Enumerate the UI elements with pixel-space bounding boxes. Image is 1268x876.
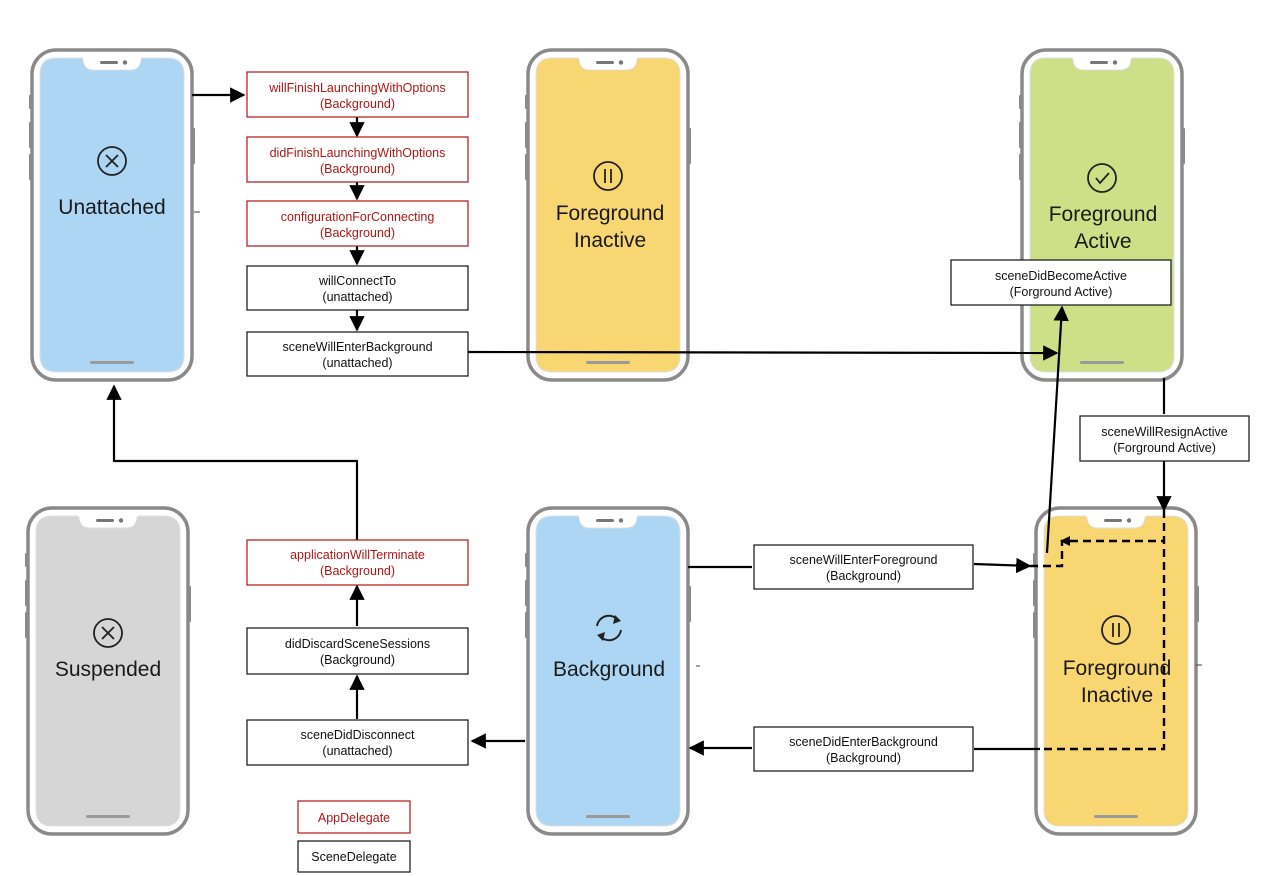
pause-circle-icon xyxy=(1101,615,1131,645)
svg-text:sceneWillEnterBackground(unatt: sceneWillEnterBackground(unattached) xyxy=(282,340,432,370)
svg-text:sceneWillEnterForeground(Backg: sceneWillEnterForeground(Background) xyxy=(790,553,938,583)
state-label-background: Background xyxy=(553,658,665,681)
svg-text:AppDelegate: AppDelegate xyxy=(318,811,390,825)
state-label-unattached: Unattached xyxy=(58,196,165,219)
box-will-finish-launching: willFinishLaunchingWithOptions(Backgroun… xyxy=(246,71,469,118)
arrow-active-up xyxy=(1045,305,1069,554)
x-circle-icon xyxy=(93,618,123,648)
legend-scenedelegate: SceneDelegate xyxy=(297,840,411,873)
phone-screen xyxy=(535,57,681,373)
arrow-terminate-to-unattached xyxy=(106,384,359,540)
connectors xyxy=(106,87,1172,756)
box-did-discard-scene-sessions: didDiscardSceneSessions(Background) xyxy=(246,627,469,675)
box-scene-did-disconnect: sceneDidDisconnect(unattached) xyxy=(246,719,469,766)
dashed-arrowhead xyxy=(1060,536,1070,546)
state-label-suspended: Suspended xyxy=(55,658,161,681)
arrow-to-active xyxy=(467,345,1059,361)
arrow-willenter-to-fg xyxy=(973,557,1032,574)
dashed-connectors xyxy=(1030,510,1166,751)
svg-text:didFinishLaunchingWithOptions(: didFinishLaunchingWithOptions(Background… xyxy=(270,146,446,176)
svg-text:sceneWillResignActive(Forgroun: sceneWillResignActive(Forground Active) xyxy=(1101,425,1227,455)
svg-text:willFinishLaunchingWithOptions: willFinishLaunchingWithOptions(Backgroun… xyxy=(268,81,445,111)
svg-text:SceneDelegate: SceneDelegate xyxy=(311,850,397,864)
svg-text:applicationWillTerminate(Backg: applicationWillTerminate(Background) xyxy=(290,548,425,578)
box-scene-will-enter-foreground: sceneWillEnterForeground(Background) xyxy=(753,544,974,590)
check-circle-icon xyxy=(1087,163,1117,193)
refresh-arrows-icon xyxy=(596,614,622,642)
box-scene-will-enter-background: sceneWillEnterBackground(unattached) xyxy=(246,331,469,377)
box-application-will-terminate: applicationWillTerminate(Background) xyxy=(246,539,469,586)
x-circle-icon xyxy=(97,146,127,176)
phone-screen xyxy=(39,57,185,373)
svg-text:willConnectTo(unattached): willConnectTo(unattached) xyxy=(318,274,396,304)
box-will-connect-to: willConnectTo(unattached) xyxy=(246,265,469,311)
svg-text:sceneDidBecomeActive(Forground: sceneDidBecomeActive(Forground Active) xyxy=(995,269,1127,299)
box-configuration-for-connecting: configurationForConnecting(Background) xyxy=(246,200,469,247)
svg-text:configurationForConnecting(Bac: configurationForConnecting(Background) xyxy=(281,210,435,240)
phone-suspended xyxy=(25,506,191,836)
phone-foreground-inactive xyxy=(525,48,691,382)
box-did-finish-launching: didFinishLaunchingWithOptions(Background… xyxy=(246,136,469,183)
box-scene-did-enter-background: sceneDidEnterBackground(Background) xyxy=(753,726,974,772)
phone-background xyxy=(525,506,691,836)
phone-screen xyxy=(535,515,681,827)
dashed-fg-loop xyxy=(1030,539,1164,568)
svg-text:sceneDidDisconnect(unattached): sceneDidDisconnect(unattached) xyxy=(301,728,415,758)
svg-text:didDiscardSceneSessions(Backgr: didDiscardSceneSessions(Background) xyxy=(285,637,430,667)
legend-appdelegate: AppDelegate xyxy=(297,800,411,834)
box-scene-will-resign-active: sceneWillResignActive(Forground Active) xyxy=(1079,415,1250,462)
phone-unattached xyxy=(29,48,195,382)
pause-circle-icon xyxy=(593,161,623,191)
phone-screen xyxy=(35,515,181,827)
dashed-resign-to-didenter xyxy=(1040,510,1166,751)
box-scene-did-become-active: sceneDidBecomeActive(Forground Active) xyxy=(950,259,1172,306)
svg-text:sceneDidEnterBackground(Backgr: sceneDidEnterBackground(Background) xyxy=(789,735,938,765)
